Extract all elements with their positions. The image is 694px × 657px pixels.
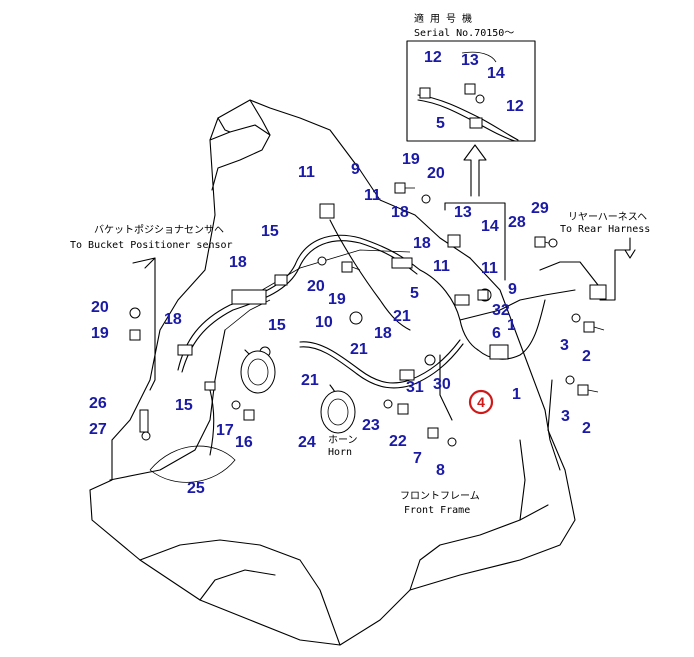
callout-22: 22	[389, 433, 407, 450]
callout-18: 18	[229, 254, 247, 271]
callout-26: 26	[89, 395, 107, 412]
callout-6: 6	[492, 325, 501, 342]
callout-18: 18	[391, 204, 409, 221]
callout-8: 8	[436, 462, 445, 479]
inset-arrow-icon	[463, 144, 487, 197]
callout-27: 27	[89, 421, 107, 438]
callout-15: 15	[175, 397, 193, 414]
note-horn-en: Horn	[328, 447, 352, 458]
horn-left	[240, 350, 276, 394]
callout-31: 31	[406, 379, 424, 396]
note-rear-jp: リヤーハーネスヘ	[568, 211, 647, 223]
callout-14: 14	[481, 218, 499, 235]
callout-30: 30	[433, 376, 451, 393]
callout-19: 19	[328, 291, 346, 308]
callout-32: 32	[492, 302, 510, 319]
note-frame-jp: フロントフレーム	[400, 490, 480, 502]
callout-20: 20	[307, 278, 325, 295]
callout-15: 15	[261, 223, 279, 240]
callout-21: 21	[350, 341, 368, 358]
inset-title-serial: Serial No.70150～	[414, 28, 514, 39]
group-bracket	[444, 202, 506, 281]
callout-19: 19	[402, 151, 420, 168]
callout-21: 21	[393, 308, 411, 325]
note-bucket-en: To Bucket Positioner sensor	[70, 240, 233, 251]
part-callouts: 11 9 19 20 11 18 15 18 13 14 28 29 18 11…	[89, 151, 591, 497]
note-frame-en: Front Frame	[404, 505, 470, 516]
callout-16: 16	[235, 434, 253, 451]
callout-11: 11	[298, 164, 315, 181]
inset-callout-13: 13	[461, 52, 479, 69]
callout-1: 1	[507, 317, 516, 334]
inset-callout-12a: 12	[424, 49, 442, 66]
callout-10: 10	[315, 314, 333, 331]
serial-inset: 適 用 号 機 Serial No.70150～ 12 13 14 12 5	[406, 12, 536, 142]
note-horn-jp: ホーン	[328, 434, 358, 446]
harness-clamps	[177, 203, 607, 381]
callout-19: 19	[91, 325, 109, 342]
callout-21: 21	[301, 372, 319, 389]
inset-callout-5: 5	[436, 115, 445, 132]
inset-title-jp: 適 用 号 機	[414, 12, 472, 25]
callout-15: 15	[268, 317, 286, 334]
callout-3: 3	[560, 337, 569, 354]
callout-20: 20	[91, 299, 109, 316]
callout-7: 7	[413, 450, 422, 467]
callout-9: 9	[508, 281, 517, 298]
note-rear-en: To Rear Harness	[560, 224, 650, 235]
callout-28: 28	[508, 214, 526, 231]
callout-24: 24	[298, 434, 316, 451]
callout-9: 9	[351, 161, 360, 178]
callout-5: 5	[410, 285, 419, 302]
callout-20: 20	[427, 165, 445, 182]
callout-2: 2	[582, 420, 591, 437]
callout-25: 25	[187, 480, 205, 497]
callout-3: 3	[561, 408, 570, 425]
callout-11: 11	[433, 258, 450, 275]
inset-callout-14: 14	[487, 65, 505, 82]
callout-11: 11	[481, 260, 498, 277]
fasteners	[129, 182, 605, 447]
callout-18: 18	[413, 235, 431, 252]
callout-11: 11	[364, 187, 381, 204]
callout-1: 1	[512, 386, 521, 403]
wiring-harness	[177, 219, 599, 456]
front-frame-outline	[89, 99, 576, 646]
pointer-lines	[132, 237, 636, 391]
callout-29: 29	[531, 200, 549, 217]
callout-23: 23	[362, 417, 380, 434]
inset-callout-12b: 12	[506, 98, 524, 115]
horn-right	[320, 390, 356, 434]
callout-18: 18	[164, 311, 182, 328]
note-bucket-jp: バケットポジショナセンサヘ	[94, 224, 224, 236]
callout-18: 18	[374, 325, 392, 342]
highlight-callout: 4	[468, 389, 494, 415]
annotation-notes: バケットポジショナセンサヘ To Bucket Positioner senso…	[70, 211, 650, 516]
callout-17: 17	[216, 422, 234, 439]
callout-13: 13	[454, 204, 472, 221]
callout-2: 2	[582, 348, 591, 365]
highlight-callout-label: 4	[477, 394, 485, 410]
